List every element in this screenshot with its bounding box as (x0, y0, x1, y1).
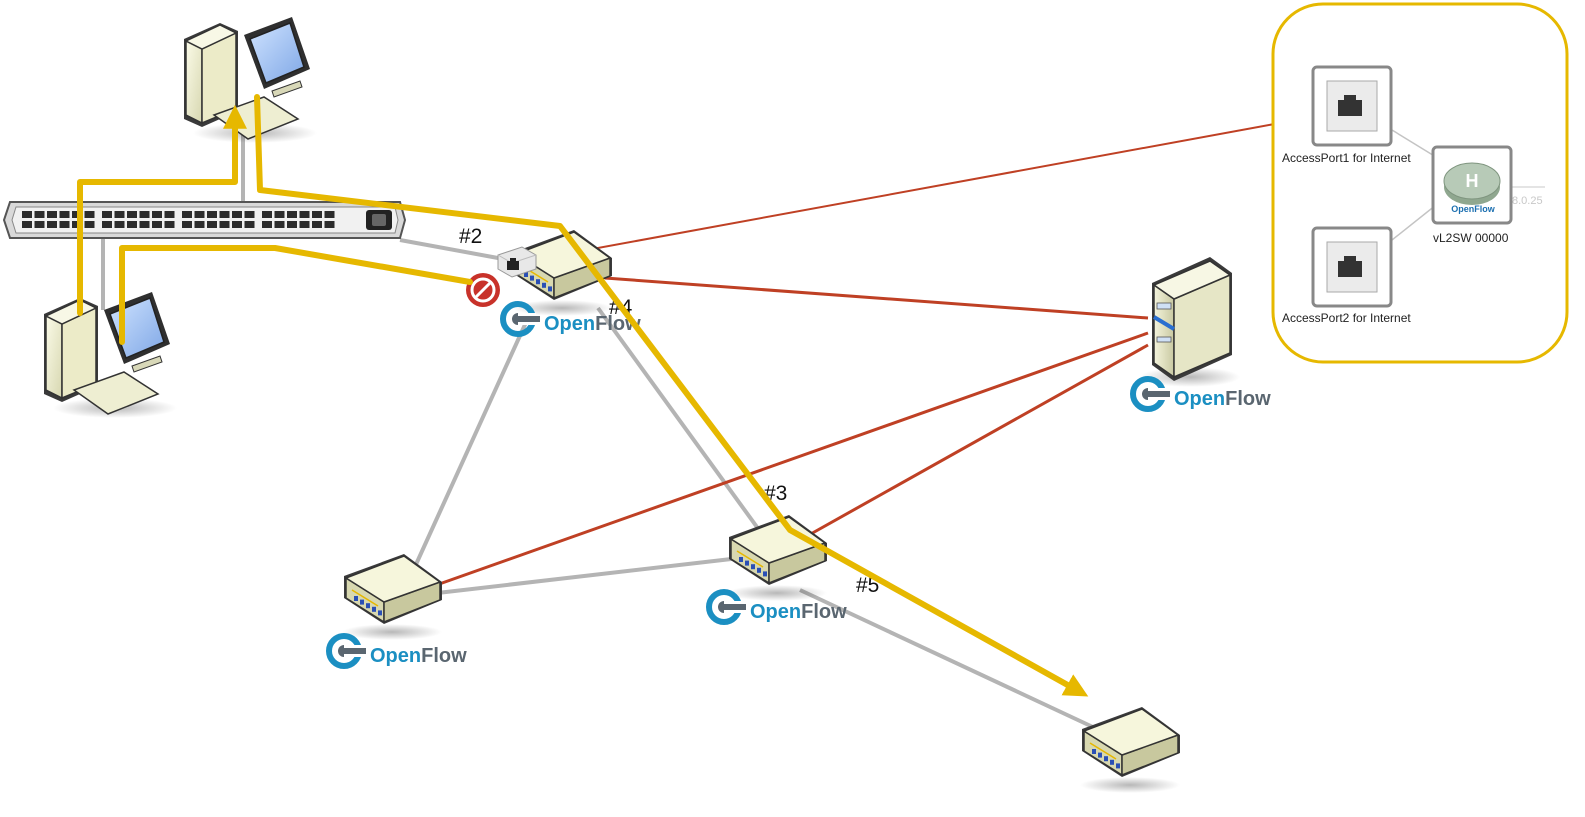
openflow-switch-icon[interactable] (727, 515, 827, 601)
link-sw-mid-to-sw-bottom (799, 588, 1096, 730)
openflow-logo-text: OpenFlow (370, 645, 467, 667)
access-port-2-label: AccessPort2 for Internet (1282, 311, 1411, 325)
rack-port (244, 221, 255, 228)
desktop-computer-icon[interactable] (44, 292, 177, 418)
server-tower-icon[interactable] (1140, 257, 1240, 387)
rack-switch-icon[interactable] (2, 201, 407, 239)
rack-port (102, 211, 112, 218)
rack-port (262, 221, 272, 228)
openflow-logo-icon: OpenFlow (706, 589, 847, 625)
rack-port (34, 221, 45, 228)
access-port-1-label: AccessPort1 for Internet (1282, 151, 1411, 165)
flow-sw-left-to-server (427, 331, 1149, 590)
highlight-path-pc-bottom-to-blocked (119, 245, 473, 345)
router-icon[interactable]: H OpenFlow (1431, 145, 1513, 225)
rack-port (182, 221, 192, 228)
rack-port (219, 221, 230, 228)
ip-fragment: 8.0.25 (1512, 195, 1543, 207)
flow-sw-top-to-server (604, 276, 1149, 320)
rack-port (102, 221, 112, 228)
flow-sw-mid-to-server (799, 343, 1149, 542)
highlight-paths (77, 94, 1089, 697)
rack-port (219, 211, 230, 218)
rack-port (114, 221, 125, 228)
openflow-switch-icon[interactable] (512, 230, 612, 316)
rack-port (312, 221, 322, 228)
rack-port (287, 211, 297, 218)
rack-port (182, 211, 192, 218)
rack-port (207, 221, 217, 228)
link-sw-left-to-sw-mid (419, 556, 741, 597)
rack-port (127, 211, 137, 218)
physical-links (101, 130, 1096, 730)
rack-port (274, 211, 285, 218)
access-port-1-icon[interactable] (1311, 65, 1393, 147)
blocked-icon (466, 273, 500, 307)
openflow-logo-icon: OpenFlow (500, 301, 641, 337)
rack-port (312, 211, 322, 218)
link-sw-top-to-sw-mid (596, 306, 772, 547)
rack-port (59, 221, 70, 228)
rack-port (139, 221, 150, 228)
openflow-logo-icon: OpenFlow (1130, 376, 1271, 412)
rack-port (47, 211, 57, 218)
flow-port-to-accessport1 (515, 111, 1341, 264)
rack-port (194, 221, 205, 228)
openflow-switch-icon[interactable] (342, 554, 442, 640)
access-port-2-icon[interactable] (1311, 226, 1393, 308)
rack-port (152, 221, 162, 228)
port-label-2: #2 (459, 225, 482, 248)
ethernet-port-icon[interactable] (497, 246, 537, 278)
desktop-computer-icon[interactable] (184, 17, 317, 143)
rack-port (139, 211, 150, 218)
rack-port (274, 221, 285, 228)
highlight-path-pc-top-to-sw-bottom (254, 94, 1089, 697)
router-openflow-text: OpenFlow (1451, 204, 1495, 214)
rack-port (299, 211, 310, 218)
rack-port (324, 221, 335, 228)
rack-port (164, 221, 175, 228)
rack-port (194, 211, 205, 218)
rack-port (59, 211, 70, 218)
rack-port (287, 221, 297, 228)
rack-port (34, 211, 45, 218)
openflow-logo-icon: OpenFlow (326, 633, 467, 669)
inset-panel: AccessPort1 for Internet AccessPort2 for… (1271, 2, 1569, 364)
rack-port (244, 211, 255, 218)
rack-port (262, 211, 272, 218)
rack-port (47, 221, 57, 228)
rack-port (127, 221, 137, 228)
svg-text:H: H (1466, 171, 1479, 191)
highlight-path-to-pc-top (77, 104, 247, 316)
vswitch-label: vL2SW 00000 (1433, 231, 1509, 245)
openflow-logo-text: OpenFlow (1174, 388, 1271, 410)
rack-port (207, 211, 217, 218)
rack-port (114, 211, 125, 218)
link-sw-top-to-sw-left (406, 317, 530, 583)
rack-port (232, 211, 242, 218)
rack-port (22, 211, 32, 218)
flow-links (427, 111, 1341, 590)
rack-port (324, 211, 335, 218)
rack-port (164, 211, 175, 218)
rack-port (22, 221, 32, 228)
rack-port (299, 221, 310, 228)
rack-port (232, 221, 242, 228)
link-rack-to-port (399, 238, 499, 260)
rack-port (84, 221, 95, 228)
rack-port (84, 211, 95, 218)
rack-port (152, 211, 162, 218)
openflow-switch-icon[interactable] (1080, 707, 1180, 793)
openflow-logo-text: OpenFlow (750, 601, 847, 623)
